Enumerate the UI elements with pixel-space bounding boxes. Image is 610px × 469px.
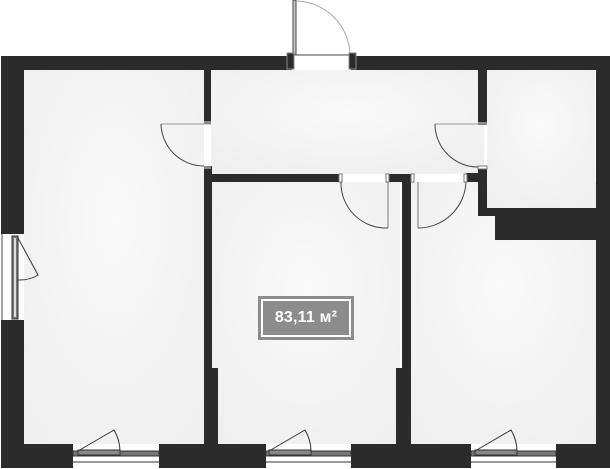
window-bottom-right[interactable] <box>470 429 557 469</box>
wall-bottom-2 <box>159 444 266 468</box>
wall-top-right <box>351 56 610 70</box>
wall-partition-center <box>402 174 411 444</box>
wall-left-upper <box>1 56 24 234</box>
center-room-door[interactable] <box>338 173 390 229</box>
right-room-door[interactable] <box>410 173 468 229</box>
wall-bath-left <box>478 167 487 216</box>
wall-partition-left-thick <box>204 368 218 444</box>
wall-partition-left-top <box>204 70 211 123</box>
wall-bottom-3 <box>351 444 471 468</box>
window-left-wall[interactable] <box>1 234 39 320</box>
area-label: 83,11 м² <box>261 299 351 337</box>
left-room-door[interactable] <box>160 121 211 169</box>
walls <box>1 56 610 468</box>
wall-partition-center-thick <box>396 368 411 444</box>
room-left-floor <box>24 70 204 446</box>
hallway-floor <box>211 70 484 174</box>
area-badge: 83,11 м² <box>258 296 354 340</box>
wall-partition-left <box>204 166 212 444</box>
window-bottom-left[interactable] <box>72 429 160 469</box>
wall-stub-center <box>388 174 412 182</box>
wall-top-left <box>1 56 292 70</box>
floors <box>24 70 596 446</box>
wall-hall-center <box>211 174 341 182</box>
wall-right <box>596 56 610 468</box>
wall-bath-left-top <box>478 70 487 124</box>
wall-bottom-1 <box>1 444 73 468</box>
wall-left-lower <box>1 320 24 468</box>
wall-bath-stub <box>466 173 478 182</box>
bathroom-floor <box>487 70 595 208</box>
wall-bath-bottom-thick <box>495 208 596 240</box>
entrance-door[interactable] <box>286 0 357 70</box>
bathroom-door[interactable] <box>434 122 488 170</box>
window-bottom-center[interactable] <box>265 429 352 469</box>
